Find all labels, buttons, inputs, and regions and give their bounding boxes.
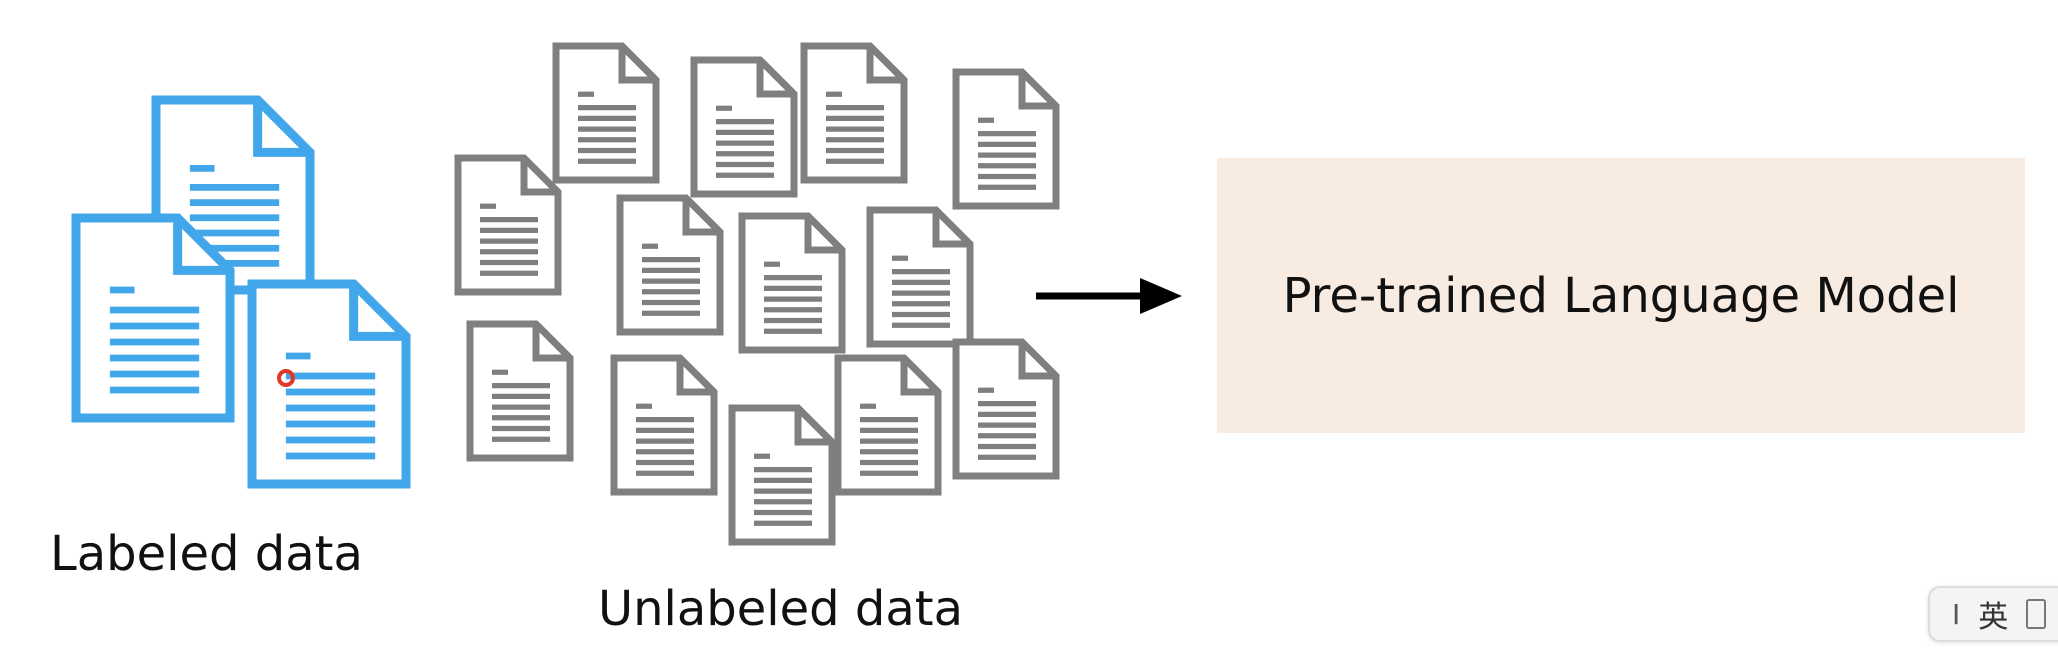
unlabeled-document-icon xyxy=(552,42,660,184)
labeled-document-icon xyxy=(247,279,411,489)
unlabeled-document-icon xyxy=(690,56,798,198)
unlabeled-document-icon xyxy=(610,354,718,496)
unlabeled-document-icon xyxy=(616,194,724,336)
labeled-data-caption: Labeled data xyxy=(50,526,363,582)
input-language-label: 英 xyxy=(1978,600,2009,635)
click-indicator-icon xyxy=(277,369,295,387)
unlabeled-document-icon xyxy=(952,68,1060,210)
labeled-document-icon xyxy=(71,213,235,423)
unlabeled-document-icon xyxy=(728,404,836,546)
pretrained-model-box: Pre-trained Language Model xyxy=(1217,158,2025,433)
window-toggle-icon[interactable] xyxy=(2026,599,2047,629)
unlabeled-document-icon xyxy=(466,320,574,462)
unlabeled-document-icon xyxy=(952,338,1060,480)
unlabeled-document-icon xyxy=(454,154,562,296)
arrow-right-icon xyxy=(1036,278,1182,314)
unlabeled-document-icon xyxy=(834,354,942,496)
unlabeled-data-caption: Unlabeled data xyxy=(598,581,964,637)
input-method-indicator[interactable]: I 英 xyxy=(1928,586,2058,642)
unlabeled-document-icon xyxy=(800,42,908,184)
text-cursor-icon: I xyxy=(1952,597,1961,631)
pretrained-model-label: Pre-trained Language Model xyxy=(1282,267,1960,324)
unlabeled-document-icon xyxy=(738,212,846,354)
unlabeled-document-icon xyxy=(866,206,974,348)
